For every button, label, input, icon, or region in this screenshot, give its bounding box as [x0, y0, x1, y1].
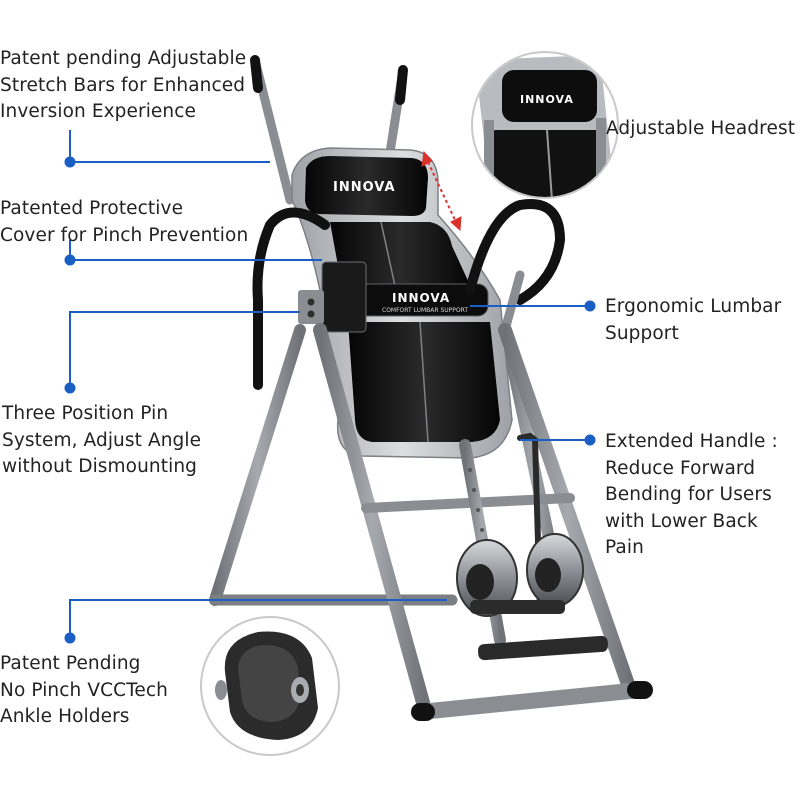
pin-hole [307, 298, 315, 306]
protective-pinch-cover [321, 261, 367, 333]
side-handle-right [465, 199, 566, 305]
stretch-bars [250, 55, 408, 205]
pad-stitch-upper [380, 221, 396, 287]
pin-hole [307, 310, 315, 318]
headrest-adjust-arrow [421, 150, 462, 232]
headrest-inset: INNOVA [471, 51, 619, 199]
side-handle-left [252, 207, 330, 390]
callout-pin-system: Three Position Pin System, Adjust Angle … [2, 403, 202, 477]
callout-extended-handle: Extended Handle : Reduce Forward Bending… [605, 431, 778, 558]
callout-ankle-holders: Patent Pending No Pinch VCCTech Ankle Ho… [0, 653, 168, 727]
frame-front-legs [313, 323, 653, 721]
foot-platform [478, 635, 608, 661]
leader-lines [64, 130, 596, 644]
lumbar-brand-text: INNOVA [392, 291, 450, 305]
ankle-holders [456, 533, 584, 617]
callout-stretch-bars: Patent pending Adjustable Stretch Bars f… [0, 48, 247, 122]
lumbar-caption-text: COMFORT LUMBAR SUPPORT [382, 307, 468, 314]
headrest-pad [305, 156, 428, 216]
callout-headrest: Adjustable Headrest [606, 118, 796, 139]
pin-system-block [298, 290, 324, 324]
headrest-brand-text: INNOVA [333, 180, 396, 195]
ankle-holder-inset [200, 616, 340, 756]
handle-bracket-right [500, 270, 525, 335]
extended-handle [517, 432, 543, 613]
callout-protective-cover: Patented Protective Cover for Pinch Prev… [0, 198, 249, 246]
pad-stitch-lower [419, 321, 429, 443]
callout-lumbar: Ergonomic Lumbar Support [605, 296, 782, 344]
inset-brand-text: INNOVA [520, 93, 574, 106]
